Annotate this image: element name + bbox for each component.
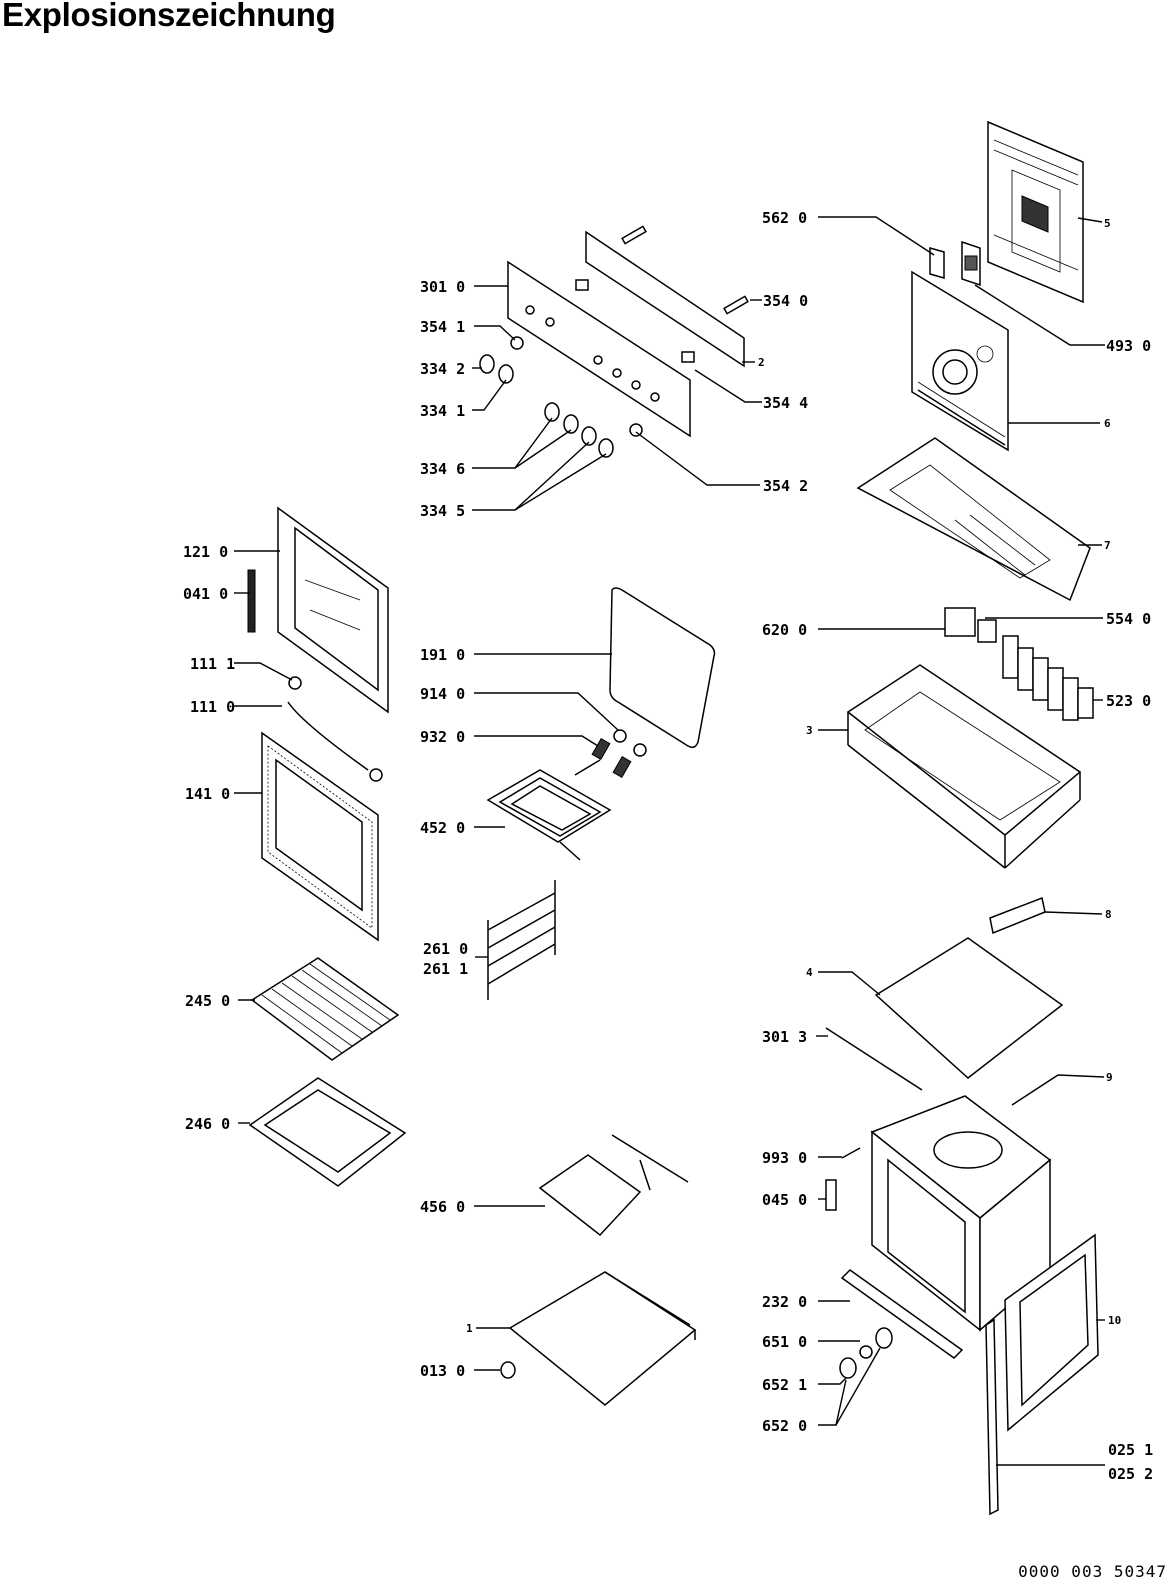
part-label-261-0: 261 0 [423,940,468,958]
part-label-620-0: 620 0 [762,621,807,639]
part-9-rail [1011,1074,1059,1106]
part-label-261-1: 261 1 [423,960,468,978]
part-651-0 [859,1345,873,1359]
part-label-4: 4 [806,966,813,979]
part-label-7: 7 [1104,539,1111,552]
part-914-932 [591,729,647,778]
part-rear-panel [987,120,1084,304]
part-label-6: 6 [1104,417,1111,430]
part-562-0-bracket [929,247,945,279]
part-top-plate [856,437,1091,602]
part-493-0-box [961,240,981,287]
part-1-bottom-plate [508,1271,697,1406]
part-label-334-5: 334 5 [420,502,465,520]
part-label-245-0: 245 0 [185,992,230,1010]
part-10-side-door [1004,1233,1099,1432]
part-label-456-0: 456 0 [420,1198,465,1216]
part-label-121-0: 121 0 [183,543,228,561]
part-label-045-0: 045 0 [762,1191,807,1209]
part-control-housing [846,664,1082,869]
part-label-651-0: 651 0 [762,1333,807,1351]
part-label-993-0: 993 0 [762,1149,807,1167]
part-301-3-rail [825,1027,923,1091]
leader-lines [234,216,1105,1466]
part-label-932-0: 932 0 [420,728,465,746]
part-label-914-0: 914 0 [420,685,465,703]
part-041-0 [247,569,256,633]
part-456-0-paddle [538,1134,689,1237]
part-label-652-1: 652 1 [762,1376,807,1394]
part-8 [989,896,1046,935]
part-label-141-0: 141 0 [185,785,230,803]
part-inner-glass [261,731,379,942]
part-label-301-0: 301 0 [420,278,465,296]
part-label-554-0: 554 0 [1106,610,1151,628]
part-label-5: 5 [1104,217,1111,230]
part-label-8: 8 [1105,908,1112,921]
part-label-025-2: 025 2 [1108,1465,1153,1483]
part-label-334-2: 334 2 [420,360,465,378]
part-452-0-heater [486,759,612,861]
part-label-2: 2 [758,356,765,369]
part-label-523-0: 523 0 [1106,692,1151,710]
part-label-1: 1 [466,1322,473,1335]
part-label-562-0: 562 0 [762,209,807,227]
part-label-301-3: 301 3 [762,1028,807,1046]
part-label-334-1: 334 1 [420,402,465,420]
part-label-232-0: 232 0 [762,1293,807,1311]
page-title: Explosionszeichnung [2,0,336,33]
part-4-plate [874,937,1064,1079]
part-label-041-0: 041 0 [183,585,228,603]
part-label-354-2: 354 2 [763,477,808,495]
part-245-0-grid-shelf [250,957,400,1061]
part-label-493-0: 493 0 [1106,337,1151,355]
part-label-246-0: 246 0 [185,1115,230,1133]
part-label-354-1: 354 1 [420,318,465,336]
part-652-knob-2 [875,1327,893,1349]
part-label-111-1: 111 1 [190,655,235,673]
part-label-111-0: 111 0 [190,698,235,716]
part-261-side-rack [487,880,556,1000]
part-045-0 [825,1179,837,1211]
part-label-354-0: 354 0 [763,292,808,310]
part-label-652-0: 652 0 [762,1417,807,1435]
part-993-0-screw [841,1147,861,1159]
part-232-0 [840,1269,964,1359]
part-label-013-0: 013 0 [420,1362,465,1380]
part-label-334-6: 334 6 [420,460,465,478]
part-label-10: 10 [1108,1314,1121,1327]
part-door-frame [277,506,389,714]
part-fan-panel [911,270,1009,452]
part-label-191-0: 191 0 [420,646,465,664]
part-label-9: 9 [1106,1071,1113,1084]
part-191-0-gasket [609,587,716,749]
part-control-panel [507,225,749,438]
part-246-0-tray [248,1077,407,1187]
document-code: 0000 003 50347 [1018,1562,1167,1581]
part-label-354-4: 354 4 [763,394,808,412]
part-label-452-0: 452 0 [420,819,465,837]
part-013-0-foot [500,1361,516,1379]
part-switch-block [944,607,1094,721]
part-label-025-1: 025 1 [1108,1441,1153,1459]
part-025-strip [985,1318,999,1516]
part-652-knob [839,1357,857,1379]
part-label-3: 3 [806,724,813,737]
part-oven-cavity [870,1095,1052,1332]
